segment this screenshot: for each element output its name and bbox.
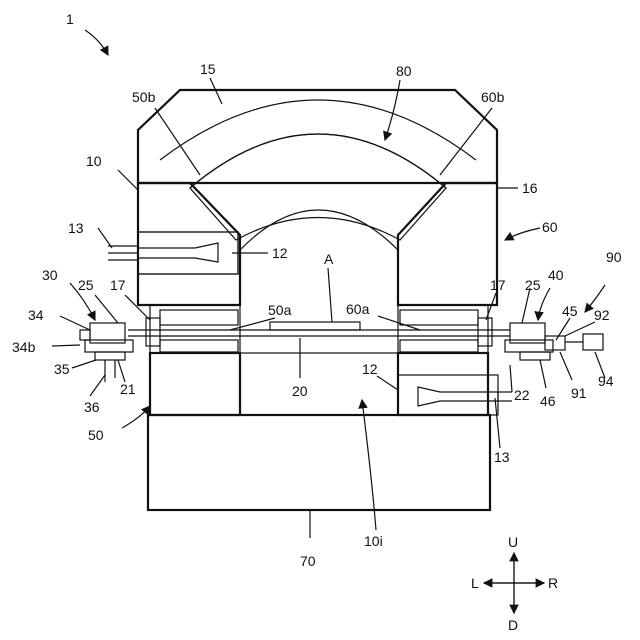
reference-numerals: 1 15 80 50b 60b 10 16 13 12 60 90 A 30 2… bbox=[12, 11, 622, 569]
ref-16: 16 bbox=[522, 180, 538, 196]
ref-34: 34 bbox=[28, 307, 44, 323]
ref-12-upper: 12 bbox=[272, 245, 288, 261]
ref-10: 10 bbox=[86, 153, 102, 169]
lower-left-wall-50 bbox=[150, 353, 240, 415]
middle-band bbox=[128, 305, 510, 353]
ref-80: 80 bbox=[396, 63, 412, 79]
ref-92: 92 bbox=[594, 307, 610, 323]
ref-1: 1 bbox=[66, 11, 74, 27]
ref-17-right: 17 bbox=[490, 277, 506, 293]
ref-90: 90 bbox=[606, 249, 622, 265]
ref-12-lower: 12 bbox=[362, 361, 378, 377]
compass-right: R bbox=[548, 575, 558, 591]
ref-50: 50 bbox=[88, 427, 104, 443]
ref-70: 70 bbox=[300, 553, 316, 569]
left-drive-30 bbox=[80, 323, 133, 382]
chamber-arch bbox=[240, 210, 398, 305]
direction-compass: U D L R bbox=[471, 534, 558, 633]
ref-13-lower: 13 bbox=[494, 449, 510, 465]
ref-46: 46 bbox=[540, 393, 556, 409]
ref-35: 35 bbox=[54, 361, 70, 377]
ref-91: 91 bbox=[571, 385, 587, 401]
ref-94: 94 bbox=[598, 373, 614, 389]
ref-40: 40 bbox=[548, 267, 564, 283]
ref-A: A bbox=[324, 251, 334, 267]
leader-lines bbox=[52, 30, 605, 538]
compass-down: D bbox=[508, 617, 518, 633]
ref-10i: 10i bbox=[364, 533, 383, 549]
ref-15: 15 bbox=[200, 61, 216, 77]
compass-left: L bbox=[471, 575, 479, 591]
ref-22: 22 bbox=[514, 387, 530, 403]
ref-21: 21 bbox=[120, 381, 136, 397]
ref-25-right: 25 bbox=[525, 277, 541, 293]
upper-right-wall-60 bbox=[398, 183, 497, 305]
lower-right-wall-60 bbox=[398, 353, 488, 415]
ref-50b: 50b bbox=[132, 89, 156, 105]
ref-45: 45 bbox=[562, 303, 578, 319]
base-70 bbox=[148, 415, 490, 510]
right-drive-40 bbox=[505, 323, 603, 360]
ref-20: 20 bbox=[292, 383, 308, 399]
ref-60a: 60a bbox=[346, 301, 370, 317]
ref-30: 30 bbox=[42, 267, 58, 283]
upper-left-wall-10 bbox=[138, 183, 240, 305]
right-heater-port bbox=[398, 375, 512, 415]
ref-60b: 60b bbox=[481, 89, 505, 105]
left-heater-port bbox=[108, 232, 238, 274]
ref-60: 60 bbox=[542, 219, 558, 235]
ref-34b: 34b bbox=[12, 339, 36, 355]
ref-36: 36 bbox=[84, 399, 100, 415]
seal-17-right bbox=[478, 318, 492, 346]
dome-80 bbox=[160, 100, 476, 240]
ref-25-left: 25 bbox=[78, 277, 94, 293]
lid-15 bbox=[138, 90, 497, 183]
ref-17-left: 17 bbox=[110, 277, 126, 293]
seal-17-left bbox=[146, 318, 160, 346]
ref-13-upper: 13 bbox=[68, 220, 84, 236]
compass-up: U bbox=[508, 534, 518, 550]
ref-50a: 50a bbox=[268, 302, 292, 318]
